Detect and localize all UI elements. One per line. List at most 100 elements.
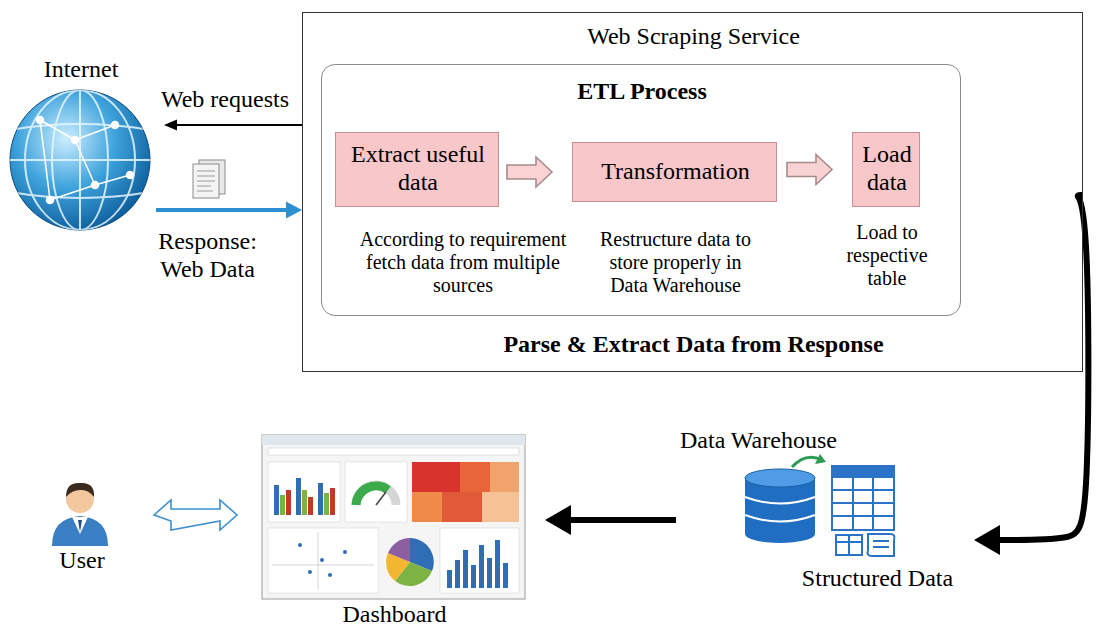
globe-grid	[10, 90, 150, 230]
column-chart-part	[463, 550, 468, 588]
column-chart-part	[495, 540, 500, 588]
bar-chart-part	[296, 478, 301, 515]
bar-chart-part	[308, 497, 313, 515]
etl-box: Extract useful dataAccording to requirem…	[321, 64, 961, 316]
scatter-plot-part	[298, 543, 302, 547]
node-label: Internet	[8, 56, 154, 84]
connector-line	[569, 517, 676, 523]
internet-node: Internet	[8, 55, 154, 240]
user-icon-part	[72, 517, 88, 534]
globe-icon-part	[10, 90, 150, 230]
flow-arrow	[974, 195, 1088, 555]
block-arrow	[507, 157, 552, 187]
process-note: Restructure data to store properly in Da…	[593, 228, 758, 297]
network-links-part	[40, 120, 75, 140]
globe-grid-part	[10, 192, 150, 198]
bar-chart-part	[280, 495, 285, 515]
network-links-part	[112, 122, 119, 129]
arrowhead	[545, 505, 571, 535]
table-icon-part	[873, 546, 889, 548]
service-footer: Parse & Extract Data from Response	[303, 331, 1084, 359]
process-box: Extract useful dataAccording to requirem…	[335, 132, 499, 207]
table-icon-part	[832, 466, 894, 477]
gauge-part	[356, 486, 388, 505]
scatter-plot-part	[320, 558, 324, 562]
table-icon-part	[873, 540, 889, 542]
process-label: Extract useful data	[340, 141, 496, 196]
etl-title: ETL Process	[322, 78, 962, 106]
flow-arrow	[164, 120, 302, 131]
scatter-plot-part	[343, 550, 347, 554]
treemap-part	[412, 462, 460, 492]
dashboard-screenshot-part	[262, 435, 525, 445]
block-arrow-shape	[507, 157, 552, 187]
block-arrow	[787, 155, 832, 185]
treemap-part	[490, 462, 519, 492]
block-arrow-shape	[787, 155, 832, 185]
table-icon-part	[868, 534, 895, 556]
scatter-plot-part	[272, 565, 374, 566]
pie-chart	[386, 538, 434, 586]
gauge-part	[356, 485, 396, 505]
flow-arrow	[156, 202, 302, 219]
table-icon	[832, 466, 895, 556]
document-lines-part	[197, 186, 211, 187]
database-icon-part	[745, 469, 815, 487]
dashboard-screenshot-part	[262, 435, 525, 599]
block-arrow-shape	[154, 500, 237, 530]
document-lines	[197, 171, 215, 191]
database-icon-part	[745, 525, 815, 543]
treemap-part	[460, 462, 490, 492]
scatter-plot-part	[328, 573, 332, 577]
network-links-part	[95, 175, 130, 185]
database-icon-part	[745, 497, 815, 504]
arrowhead	[286, 202, 302, 219]
database-icon-part	[745, 515, 815, 522]
network-links-part	[92, 182, 99, 189]
document-lines-part	[197, 171, 215, 172]
gauge	[356, 485, 396, 505]
arrowhead	[974, 525, 1000, 555]
user-icon-part	[52, 516, 108, 546]
process-label: Transformation	[577, 158, 774, 186]
document-lines-part	[197, 176, 215, 177]
dashboard-screenshot-part	[268, 528, 378, 593]
pie-chart-part	[388, 538, 410, 562]
connector-line	[175, 124, 302, 126]
transfer-arrow	[792, 454, 826, 467]
column-chart-part	[447, 570, 452, 588]
dashboard-screenshot-part	[268, 462, 340, 522]
warehouse-node: Data WarehouseStructured Data	[678, 425, 968, 593]
scatter-plot-part	[318, 532, 319, 590]
process-note: According to requirement fetch data from…	[343, 228, 583, 297]
process-box: TransformationRestructure data to store …	[572, 142, 777, 202]
bar-chart-part	[330, 488, 335, 515]
user-icon-part	[66, 483, 94, 497]
user-icon-part	[78, 520, 82, 532]
column-chart-part	[487, 558, 492, 588]
document-lines-part	[197, 191, 213, 192]
database-icon	[745, 469, 815, 543]
process-label: Load data	[857, 141, 917, 196]
table-icon-part	[832, 515, 894, 517]
edge-label: Web requests	[150, 86, 300, 114]
document-icon-part	[193, 164, 219, 198]
table-icon-part	[832, 466, 894, 530]
bar-chart-part	[286, 490, 291, 515]
user-icon	[52, 483, 108, 546]
connector-line	[998, 195, 1088, 540]
treemap-part	[482, 492, 519, 522]
treemap-part	[442, 492, 482, 522]
connector-line	[156, 208, 288, 212]
scatter-plot-part	[308, 570, 312, 574]
bar-chart-part	[302, 490, 307, 515]
process-box: Load dataLoad to respective table	[852, 132, 920, 207]
column-chart-part	[479, 545, 484, 588]
node-label: Data Warehouse	[680, 427, 880, 455]
scatter-plot	[272, 532, 374, 590]
bar-chart-part	[274, 485, 279, 515]
bar-chart-part	[324, 493, 329, 515]
treemap-part	[412, 492, 442, 522]
block-arrow	[154, 500, 237, 530]
